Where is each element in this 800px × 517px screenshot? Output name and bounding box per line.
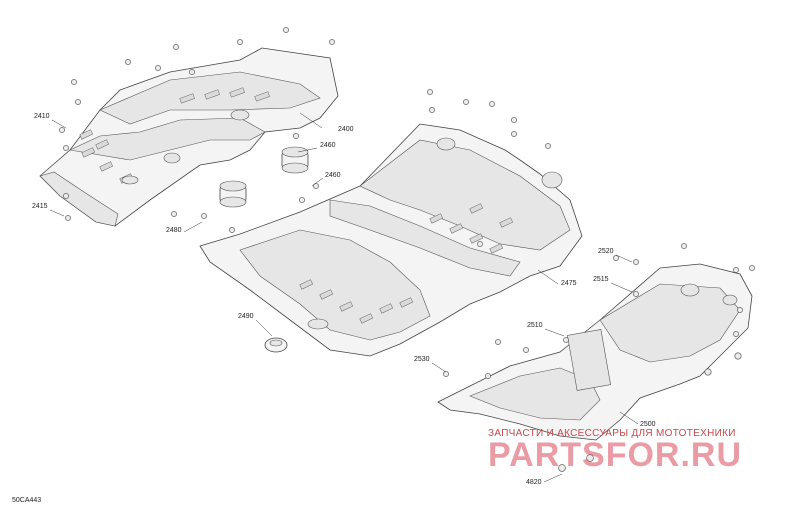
callout-2460: 2460 bbox=[325, 172, 341, 179]
callout-2475: 2475 bbox=[561, 280, 577, 287]
leader-line-2475 bbox=[537, 269, 559, 285]
watermark-brand: PARTSFOR.RU bbox=[488, 436, 742, 474]
leader-line-2415 bbox=[49, 209, 65, 217]
center-floor-panel bbox=[199, 123, 583, 357]
leader-line-2515 bbox=[610, 282, 633, 293]
callout-2520: 2520 bbox=[598, 248, 614, 255]
watermark: ЗАПЧАСТИ И АКСЕССУАРЫ ДЛЯ МОТОТЕХНИКИ PA… bbox=[488, 428, 742, 474]
callout-2490: 2490 bbox=[238, 313, 254, 320]
grommet bbox=[264, 337, 288, 353]
leader-line-2500 bbox=[619, 411, 639, 425]
fasteners bbox=[59, 27, 755, 472]
rubber-mount-upper bbox=[281, 146, 309, 174]
callout-leader-lines bbox=[49, 112, 639, 483]
leader-line-2530 bbox=[431, 362, 447, 373]
callout-4820: 4820 bbox=[526, 479, 542, 486]
leader-line-2460 bbox=[311, 177, 324, 187]
figure-code: 50CA443 bbox=[12, 497, 41, 504]
rear-floor-panel bbox=[437, 263, 753, 441]
leader-line-2510 bbox=[544, 328, 565, 337]
callout-2510: 2510 bbox=[527, 322, 543, 329]
callout-2480: 2480 bbox=[166, 227, 182, 234]
leader-line-2520 bbox=[615, 254, 633, 263]
rubber-mount-lower bbox=[219, 180, 247, 208]
leader-line-2460 bbox=[297, 147, 318, 153]
watermark-tagline: ЗАПЧАСТИ И АКСЕССУАРЫ ДЛЯ МОТОТЕХНИКИ bbox=[488, 428, 736, 439]
callout-2410: 2410 bbox=[34, 113, 50, 120]
leader-line-2400 bbox=[299, 112, 323, 129]
leader-line-2410 bbox=[51, 119, 67, 129]
callout-2415: 2415 bbox=[32, 203, 48, 210]
callout-2460: 2460 bbox=[320, 142, 336, 149]
leader-line-2480 bbox=[183, 221, 203, 233]
callout-2515: 2515 bbox=[593, 276, 609, 283]
leader-line-2490 bbox=[255, 319, 273, 337]
callout-2500: 2500 bbox=[640, 421, 656, 428]
leader-line-4820 bbox=[543, 473, 563, 483]
callout-labels: 2400 2410 2415 2460 2460 2480 2475 2490 2520 2515… bbox=[32, 113, 656, 486]
callout-2400: 2400 bbox=[338, 126, 354, 133]
front-floor-panel bbox=[39, 47, 339, 227]
callout-2530: 2530 bbox=[414, 356, 430, 363]
